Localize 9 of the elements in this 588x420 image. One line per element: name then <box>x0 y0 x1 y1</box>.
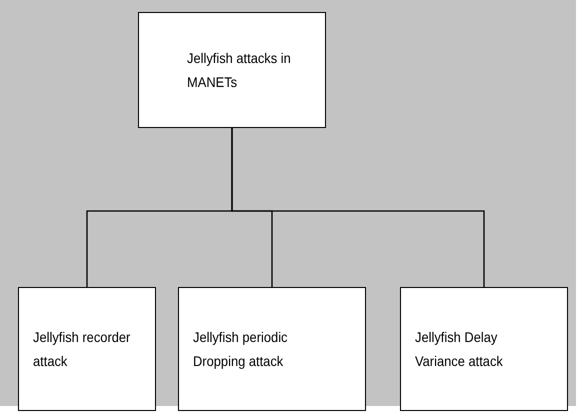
box-label: Jellyfish periodic Dropping attack <box>193 328 288 371</box>
category-box <box>138 12 326 128</box>
category-box <box>18 287 156 411</box>
category-box <box>178 287 366 411</box>
box-label: Jellyfish recorder attack <box>33 328 132 371</box>
box-label: Jellyfish attacks in MANETs <box>187 49 292 92</box>
box-label: Jellyfish Delay Variance attack <box>415 328 504 371</box>
category-box <box>400 287 568 411</box>
connector-line <box>231 128 485 287</box>
